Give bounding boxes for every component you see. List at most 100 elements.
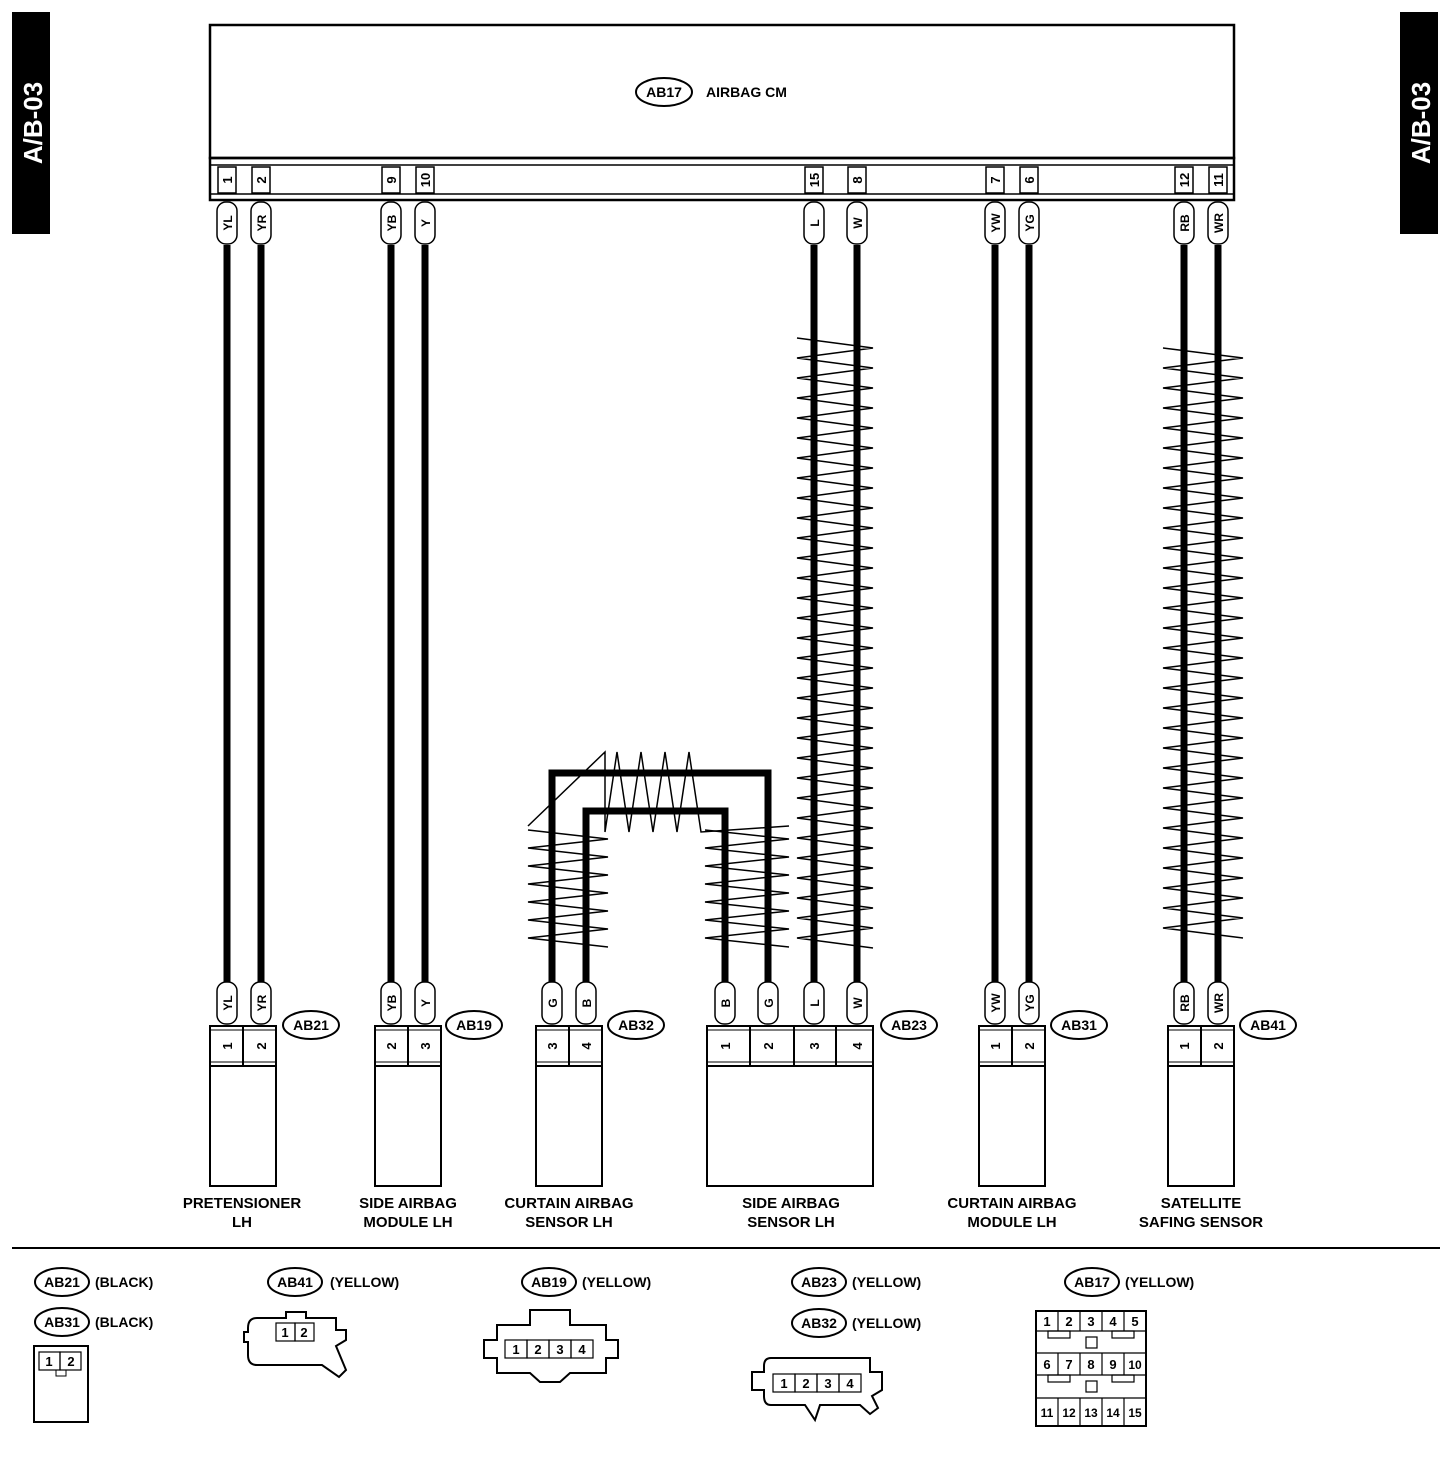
ab19-label-1: SIDE AIRBAG (359, 1195, 457, 1212)
ab23-tag-b: B (719, 998, 733, 1007)
module-id-badge (635, 77, 693, 107)
ab41-tag-rb: RB (1178, 994, 1192, 1012)
ab31-pin-2: 2 (1022, 1042, 1037, 1049)
ab21-pin-2: 2 (254, 1042, 269, 1049)
ab21-label-1: PRETENSIONER (183, 1195, 302, 1212)
ab23-label-2: SENSOR LH (747, 1214, 835, 1231)
top-tag-rb: RB (1178, 214, 1192, 232)
ab41-tag-wr: WR (1212, 993, 1226, 1013)
legend-ab17-pin-2: 2 (1065, 1314, 1072, 1329)
top-tag-yw: YW (989, 213, 1003, 233)
top-tag-wr: WR (1212, 213, 1226, 233)
legend-ab17-pin-10: 10 (1128, 1358, 1142, 1372)
ab23-id: AB23 (891, 1017, 927, 1033)
ab19-pin-3: 3 (418, 1042, 433, 1049)
ab23-pin-2: 2 (761, 1042, 776, 1049)
top-tag-yr: YR (255, 214, 269, 231)
legend-ab19-id: AB19 (531, 1274, 567, 1290)
legend-ab19-pin-4: 4 (578, 1342, 586, 1357)
component-ab41 (1167, 1025, 1235, 1187)
shield-ab23 (796, 337, 874, 949)
legend-ab17-pin-14: 14 (1106, 1406, 1120, 1420)
module-pin-11: 11 (1211, 173, 1226, 187)
legend-ab41-pin-2: 2 (300, 1325, 307, 1340)
top-tag-y: Y (419, 219, 433, 227)
legend-ab17-id: AB17 (1074, 1274, 1110, 1290)
legend-ab17-pin-3: 3 (1087, 1314, 1094, 1329)
ab31-pin-1: 1 (988, 1042, 1003, 1049)
legend-ab17: AB17 (YELLOW) 1 2 (1035, 1267, 1194, 1427)
component-pin-numbers: 1 2 2 3 3 4 1 2 3 4 1 2 1 2 (220, 1042, 1226, 1050)
ab32-id: AB32 (618, 1017, 654, 1033)
component-ab19 (374, 1025, 442, 1187)
ab31-label-2: MODULE LH (967, 1214, 1056, 1231)
ab31-label-1: CURTAIN AIRBAG (947, 1195, 1076, 1212)
ab19-tag-yb: YB (385, 994, 399, 1011)
legend-ab19: AB19 (YELLOW) 1 2 3 4 (483, 1267, 651, 1383)
legend-ab41-color: (YELLOW) (330, 1274, 399, 1290)
legend-ab19-pin-1: 1 (512, 1342, 519, 1357)
ab41-pin-1: 1 (1177, 1042, 1192, 1049)
ab23-tag-w: W (851, 997, 865, 1009)
legend-ab17-pin-15: 15 (1128, 1406, 1142, 1420)
legend-ab17-pin-6: 6 (1043, 1357, 1050, 1372)
legend-ab21-pin-1: 1 (45, 1354, 52, 1369)
ab32-pin-3: 3 (545, 1042, 560, 1049)
page-tab-left: A/B-03 (12, 12, 50, 234)
legend-ab21-ab31: AB21 (BLACK) AB31 (BLACK) 1 2 (33, 1267, 153, 1423)
connector-legend: AB21 (BLACK) AB31 (BLACK) 1 2 AB41 (YELL… (33, 1267, 1194, 1427)
legend-ab17-pin-11: 11 (1041, 1406, 1054, 1420)
ab23-pin-3: 3 (807, 1042, 822, 1049)
ab23-pin-1: 1 (718, 1042, 733, 1049)
module-pin-15: 15 (807, 173, 822, 187)
ab23-label-1: SIDE AIRBAG (742, 1195, 840, 1212)
legend-ab23-pin-2: 2 (802, 1376, 809, 1391)
legend-ab17-pin-5: 5 (1131, 1314, 1138, 1329)
module-pin-6: 6 (1022, 176, 1037, 183)
ab32-label-2: SENSOR LH (525, 1214, 613, 1231)
ab23-tag-g: G (762, 998, 776, 1007)
ab41-pin-2: 2 (1211, 1042, 1226, 1049)
page-tab-right-text: A/B-03 (1406, 82, 1436, 164)
page-tab-right: A/B-03 (1400, 12, 1438, 234)
legend-ab17-pin-7: 7 (1065, 1357, 1072, 1372)
legend-ab41: AB41 (YELLOW) 1 2 (243, 1267, 399, 1379)
module-id: AB17 (646, 84, 682, 100)
top-color-tags (216, 201, 1229, 245)
component-id-badges: AB21 AB19 AB32 AB23 AB31 AB41 (282, 1010, 1297, 1040)
ab21-label-2: LH (232, 1214, 252, 1231)
module-pin-7: 7 (988, 176, 1003, 183)
legend-ab32-color: (YELLOW) (852, 1315, 921, 1331)
legend-ab23-pin-4: 4 (846, 1376, 854, 1391)
shield-ab32-top (527, 750, 790, 833)
module-pin-12: 12 (1177, 173, 1192, 187)
bottom-color-tags (216, 981, 1229, 1025)
legend-ab23-ab32: AB23 (YELLOW) AB32 (YELLOW) 1 2 3 4 (751, 1267, 921, 1423)
legend-ab17-color: (YELLOW) (1125, 1274, 1194, 1290)
component-bodies (209, 1025, 1235, 1187)
component-ab21 (209, 1025, 277, 1187)
module-pin-9: 9 (384, 176, 399, 183)
module-pin-8: 8 (850, 176, 865, 183)
legend-ab41-pin-1: 1 (281, 1325, 288, 1340)
shield-ab32-left (527, 829, 609, 948)
harness-wires (223, 245, 1222, 982)
module-name: AIRBAG CM (706, 84, 787, 100)
ab32-pin-4: 4 (579, 1042, 594, 1050)
legend-ab23-id: AB23 (801, 1274, 837, 1290)
shield-ab41 (1162, 347, 1244, 939)
ab19-tag-y: Y (419, 999, 433, 1007)
module-pin-10: 10 (418, 173, 433, 187)
legend-ab41-id: AB41 (277, 1274, 313, 1290)
ab19-label-2: MODULE LH (363, 1214, 452, 1231)
top-tag-yl: YL (221, 215, 235, 230)
component-labels: PRETENSIONER LH SIDE AIRBAG MODULE LH CU… (183, 1195, 1263, 1231)
legend-ab21-pin-2: 2 (67, 1354, 74, 1369)
module-pin-2: 2 (254, 176, 269, 183)
top-color-labels: YL YR YB Y L W YW YG RB WR (221, 213, 1226, 233)
ab21-tag-yl: YL (221, 995, 235, 1010)
legend-ab31-color: (BLACK) (95, 1314, 153, 1330)
legend-ab23-pin-3: 3 (824, 1376, 831, 1391)
legend-ab32-id: AB32 (801, 1315, 837, 1331)
legend-ab21-color: (BLACK) (95, 1274, 153, 1290)
